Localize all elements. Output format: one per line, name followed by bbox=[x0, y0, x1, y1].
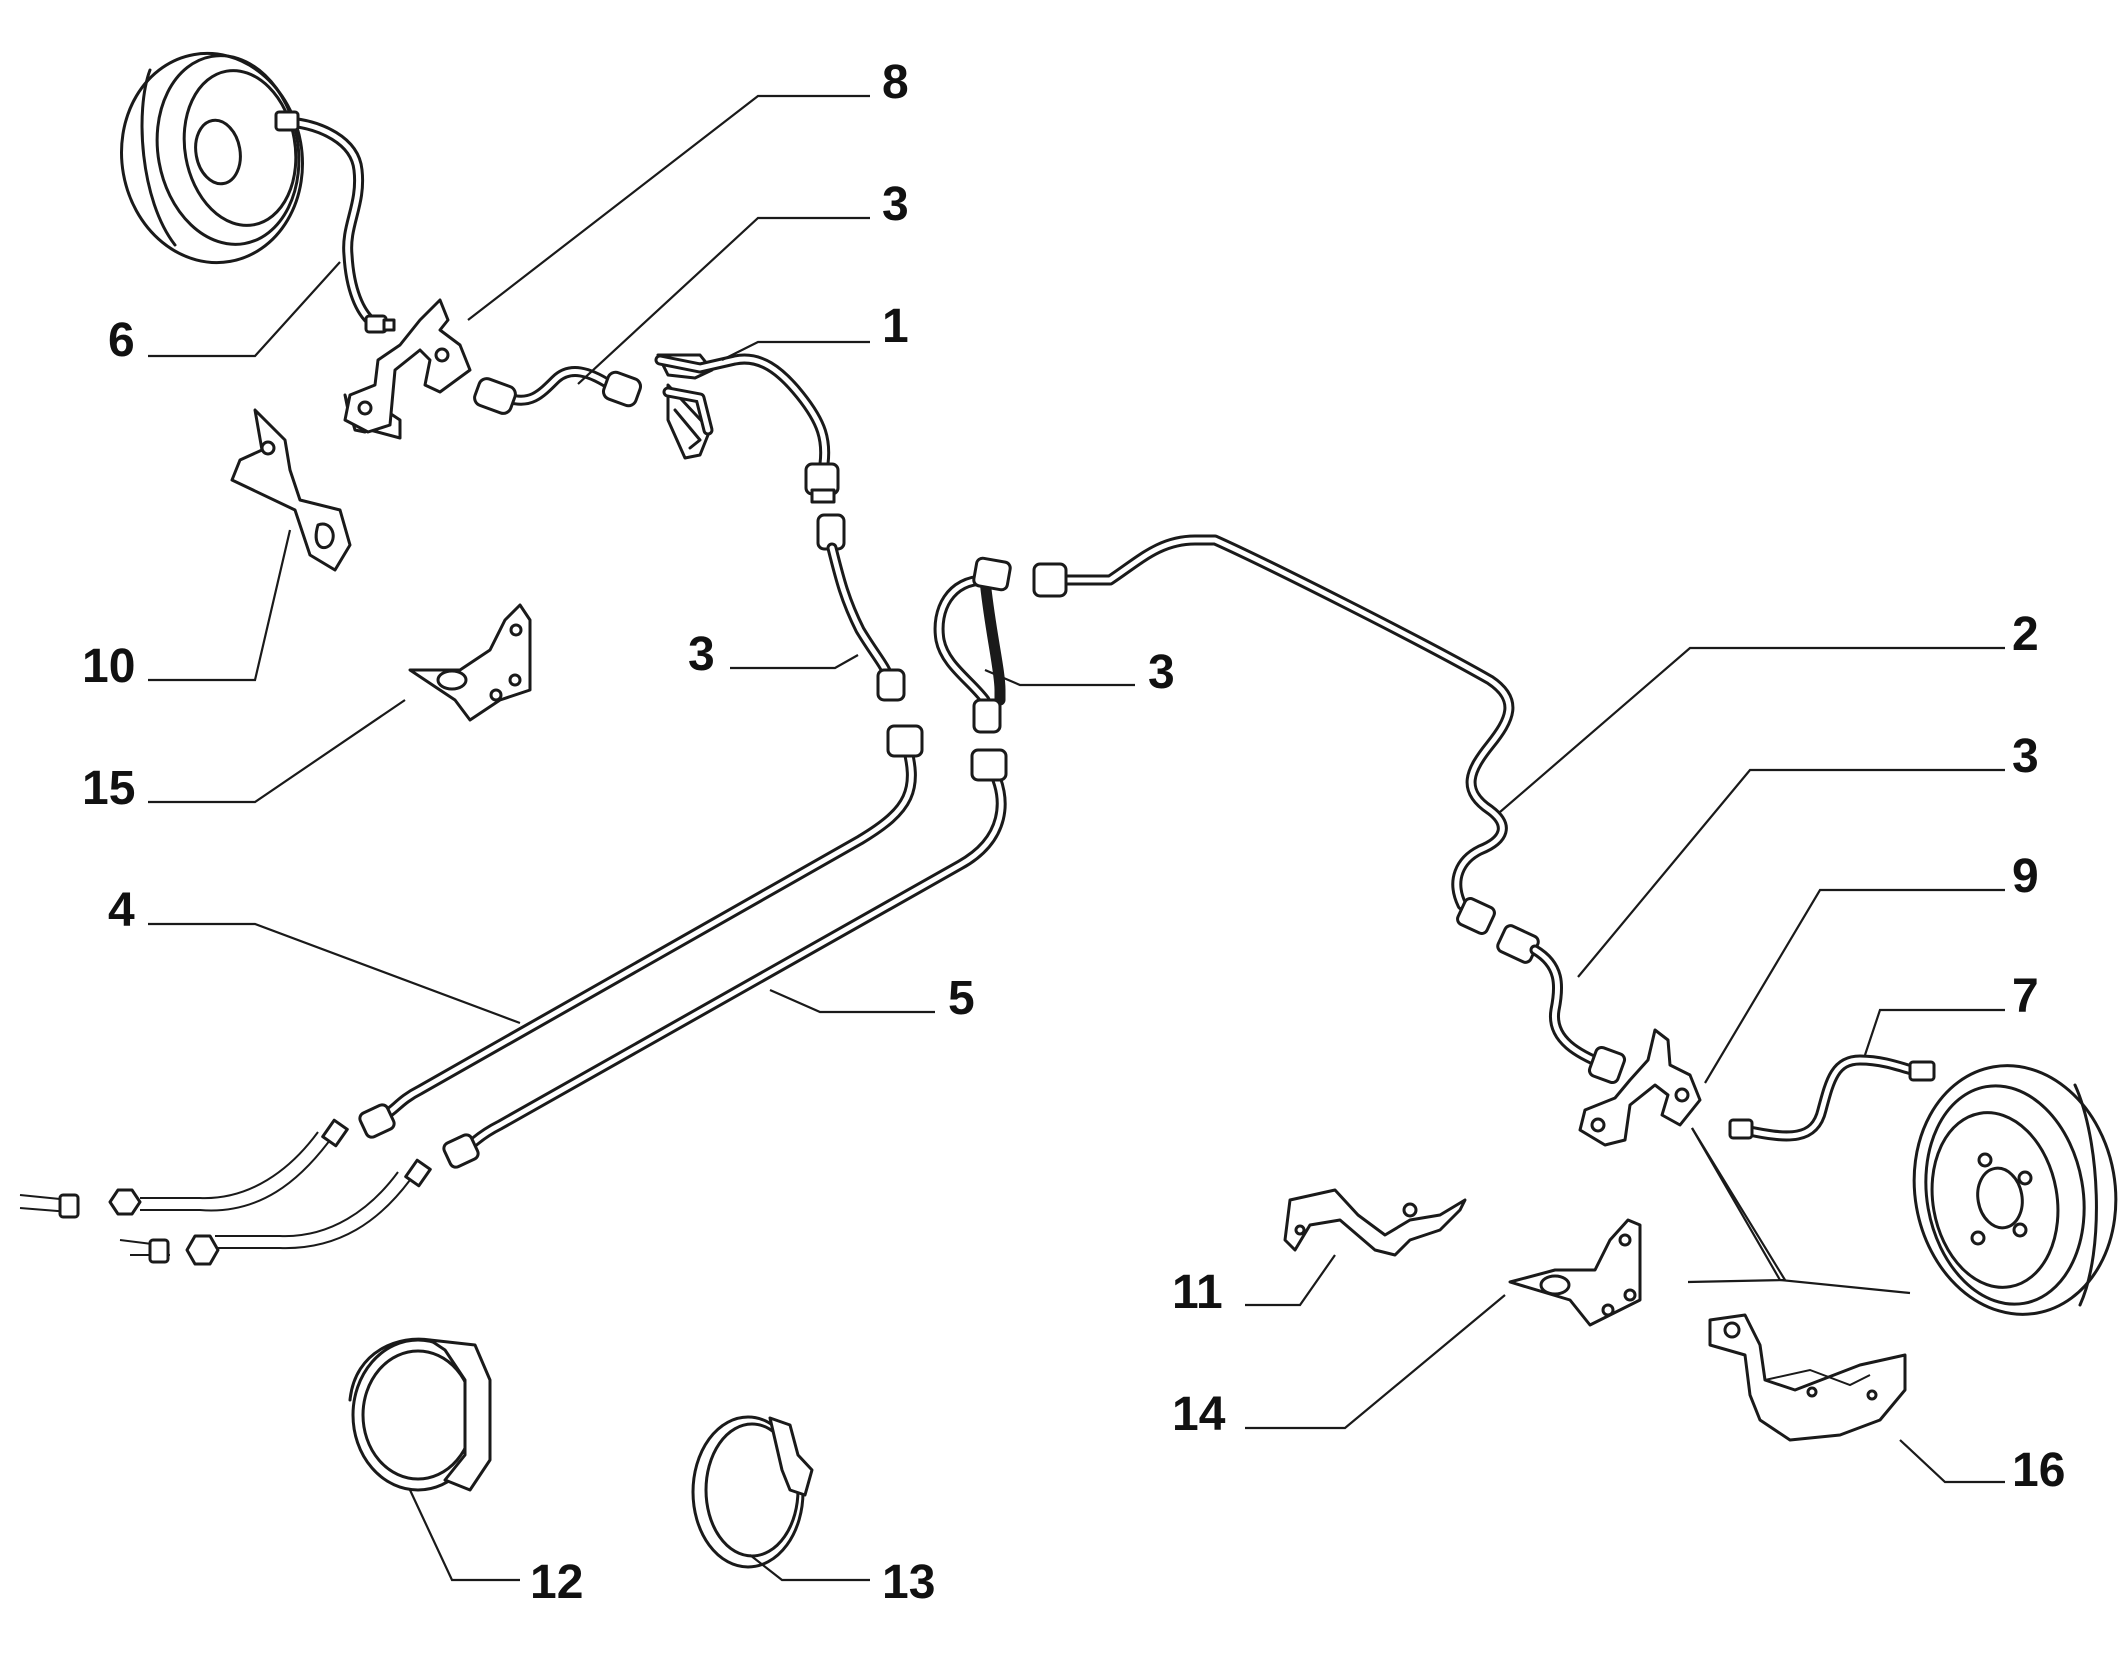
callout-1: 1 bbox=[882, 300, 909, 353]
callout-14: 14 bbox=[1172, 1388, 1226, 1441]
part-16-shield bbox=[1708, 1313, 1907, 1442]
callout-5: 5 bbox=[948, 972, 975, 1025]
callout-labels: 8 3 1 6 10 15 4 5 3 3 2 3 9 7 11 14 16 1… bbox=[82, 56, 2065, 1609]
callout-15: 15 bbox=[82, 762, 135, 815]
part-10-bracket bbox=[230, 408, 352, 572]
callout-3-middle-left: 3 bbox=[688, 628, 715, 681]
part-13-clamp bbox=[691, 1415, 814, 1569]
bottom-left-flex-hoses bbox=[19, 1118, 432, 1266]
callout-12: 12 bbox=[530, 1556, 583, 1609]
callout-3-right: 3 bbox=[2012, 730, 2039, 783]
part-14-angle-bracket bbox=[1508, 1218, 1642, 1327]
callout-10: 10 bbox=[82, 640, 135, 693]
part-8-bracket bbox=[343, 298, 472, 440]
callout-16: 16 bbox=[2012, 1444, 2065, 1497]
callout-6: 6 bbox=[108, 314, 135, 367]
part-5-pipe bbox=[442, 748, 1008, 1169]
part-9-bracket bbox=[1578, 1028, 1702, 1147]
part-3-hose-upper bbox=[473, 366, 643, 415]
callout-13: 13 bbox=[882, 1556, 935, 1609]
callout-8: 8 bbox=[882, 56, 909, 109]
part-3-hose-middle-left bbox=[816, 513, 906, 702]
part-6-brake-drum-left bbox=[120, 51, 304, 265]
leader-lines bbox=[148, 94, 2005, 1582]
callout-3-middle-right: 3 bbox=[1148, 646, 1175, 699]
part-15-angle-bracket bbox=[408, 603, 532, 722]
part-2-long-pipe bbox=[1032, 534, 1515, 935]
callout-4: 4 bbox=[108, 884, 135, 937]
part-3-hose-right bbox=[1496, 924, 1627, 1085]
callout-2: 2 bbox=[2012, 608, 2039, 661]
part-7-brake-drum-right bbox=[1912, 1064, 2118, 1316]
callout-7: 7 bbox=[2012, 970, 2039, 1023]
part-3-hose-middle-right bbox=[933, 556, 1012, 734]
part-4-pipe bbox=[358, 724, 924, 1139]
part-7-flexible-hose bbox=[1728, 1054, 1936, 1142]
callout-11: 11 bbox=[1172, 1266, 1223, 1319]
callout-9: 9 bbox=[2012, 850, 2039, 903]
callout-3-upper: 3 bbox=[882, 178, 909, 231]
part-11-clip-bracket bbox=[1283, 1188, 1467, 1257]
part-6-flexible-hose bbox=[274, 110, 396, 334]
part-1-pipe-with-bracket bbox=[654, 353, 840, 504]
part-12-clamp bbox=[348, 1337, 492, 1492]
